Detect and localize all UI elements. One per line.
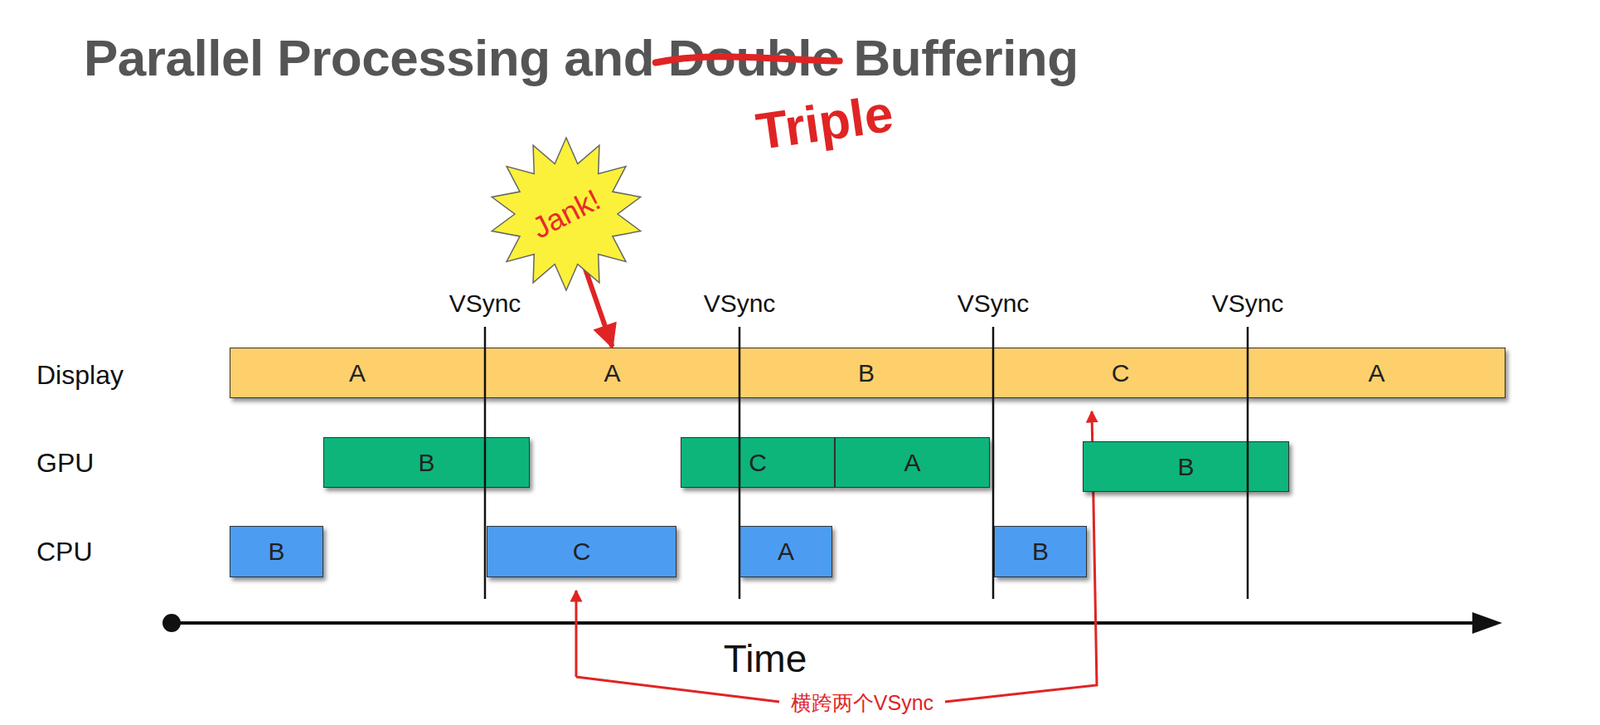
frame-label: A <box>1367 358 1385 388</box>
display-frame: B <box>739 347 994 398</box>
display-frame: A <box>484 347 740 398</box>
frame-label: C <box>572 537 592 566</box>
display-frame: A <box>1247 347 1506 398</box>
cpu-task: C <box>486 525 677 577</box>
title: Parallel Processing and Double Buffering <box>83 28 1079 88</box>
row-label: GPU <box>36 447 94 479</box>
cpu-task: B <box>993 525 1087 577</box>
gpu-task: A <box>834 436 990 488</box>
vsync-label: VSync <box>703 289 776 319</box>
frame-label: A <box>903 448 921 477</box>
display-frame: A <box>229 347 485 398</box>
vsync-label: VSync <box>449 289 522 319</box>
row-label: CPU <box>36 536 93 568</box>
frame-label: C <box>748 448 767 477</box>
vsync-label: VSync <box>1212 289 1285 319</box>
annotation-note: 横跨两个VSync <box>785 690 939 715</box>
display-frame: C <box>993 347 1248 398</box>
frame-label: C <box>1111 358 1130 388</box>
cpu-task: B <box>229 525 324 577</box>
vsync-label: VSync <box>957 289 1030 319</box>
frame-label: B <box>1177 452 1194 481</box>
frame-label: B <box>858 358 875 388</box>
frame-label: A <box>777 537 795 566</box>
frame-label: A <box>603 358 621 388</box>
gpu-task: B <box>323 436 530 488</box>
cpu-task: A <box>739 525 833 577</box>
axis-label: Time <box>723 636 808 681</box>
time-axis <box>162 611 1503 634</box>
frame-label: B <box>1032 537 1049 566</box>
gpu-task: C <box>680 436 835 488</box>
frame-label: B <box>267 537 285 566</box>
gpu-task: B <box>1082 441 1290 492</box>
jank-starburst: Jank! <box>487 135 645 293</box>
frame-label: B <box>417 448 435 477</box>
row-label: Display <box>36 359 124 391</box>
handwritten-correction: Triple <box>752 83 897 162</box>
frame-label: A <box>349 358 366 388</box>
